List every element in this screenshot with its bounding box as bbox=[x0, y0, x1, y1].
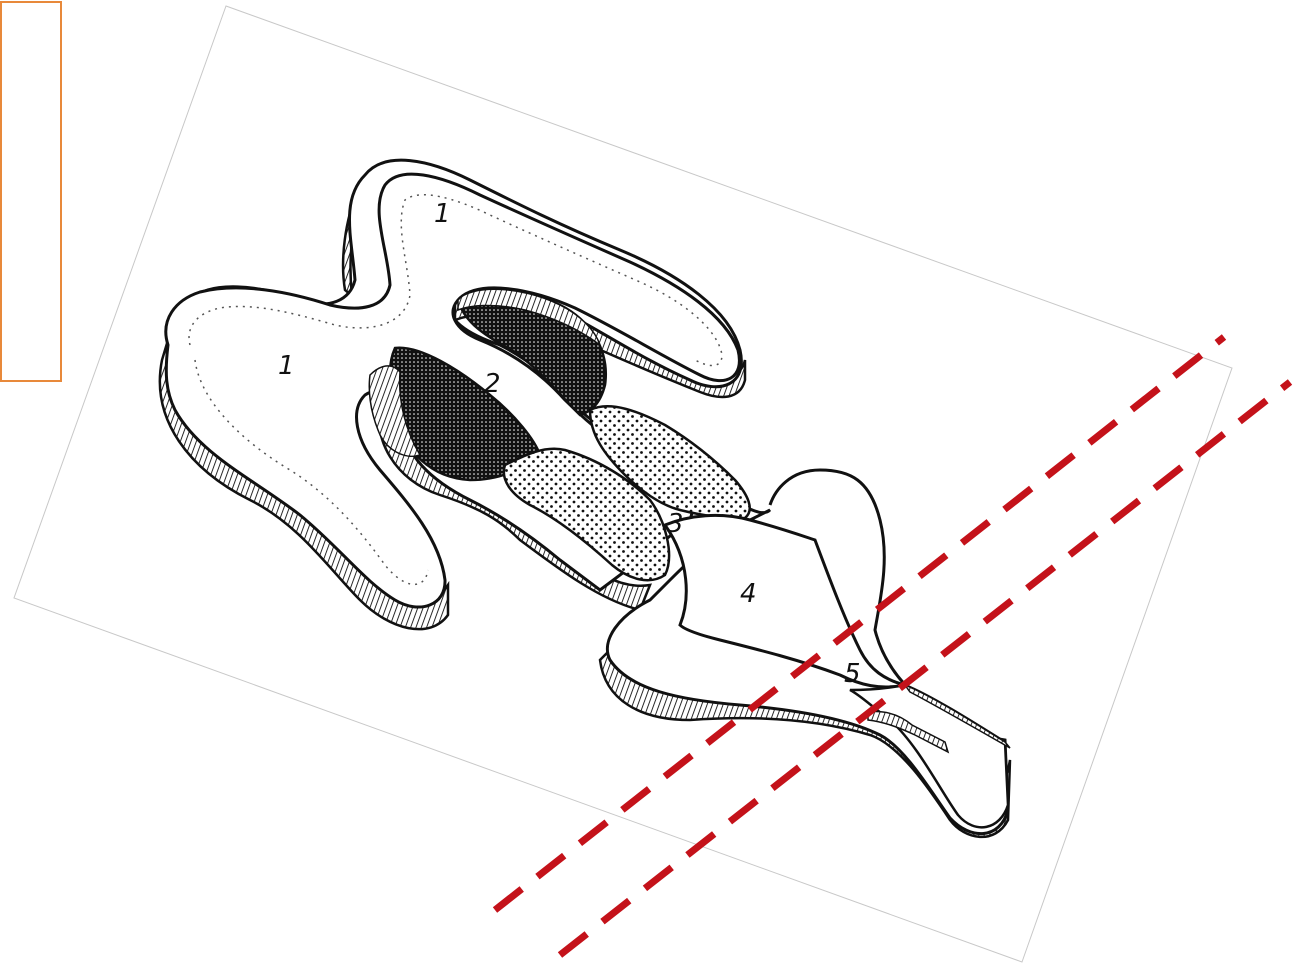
label-1-top: 1 bbox=[434, 199, 451, 229]
label-5: 5 bbox=[844, 659, 861, 689]
label-4: 4 bbox=[740, 579, 757, 609]
label-3: 3 bbox=[667, 509, 684, 539]
label-1-left: 1 bbox=[278, 351, 295, 381]
label-2: 2 bbox=[484, 369, 501, 399]
